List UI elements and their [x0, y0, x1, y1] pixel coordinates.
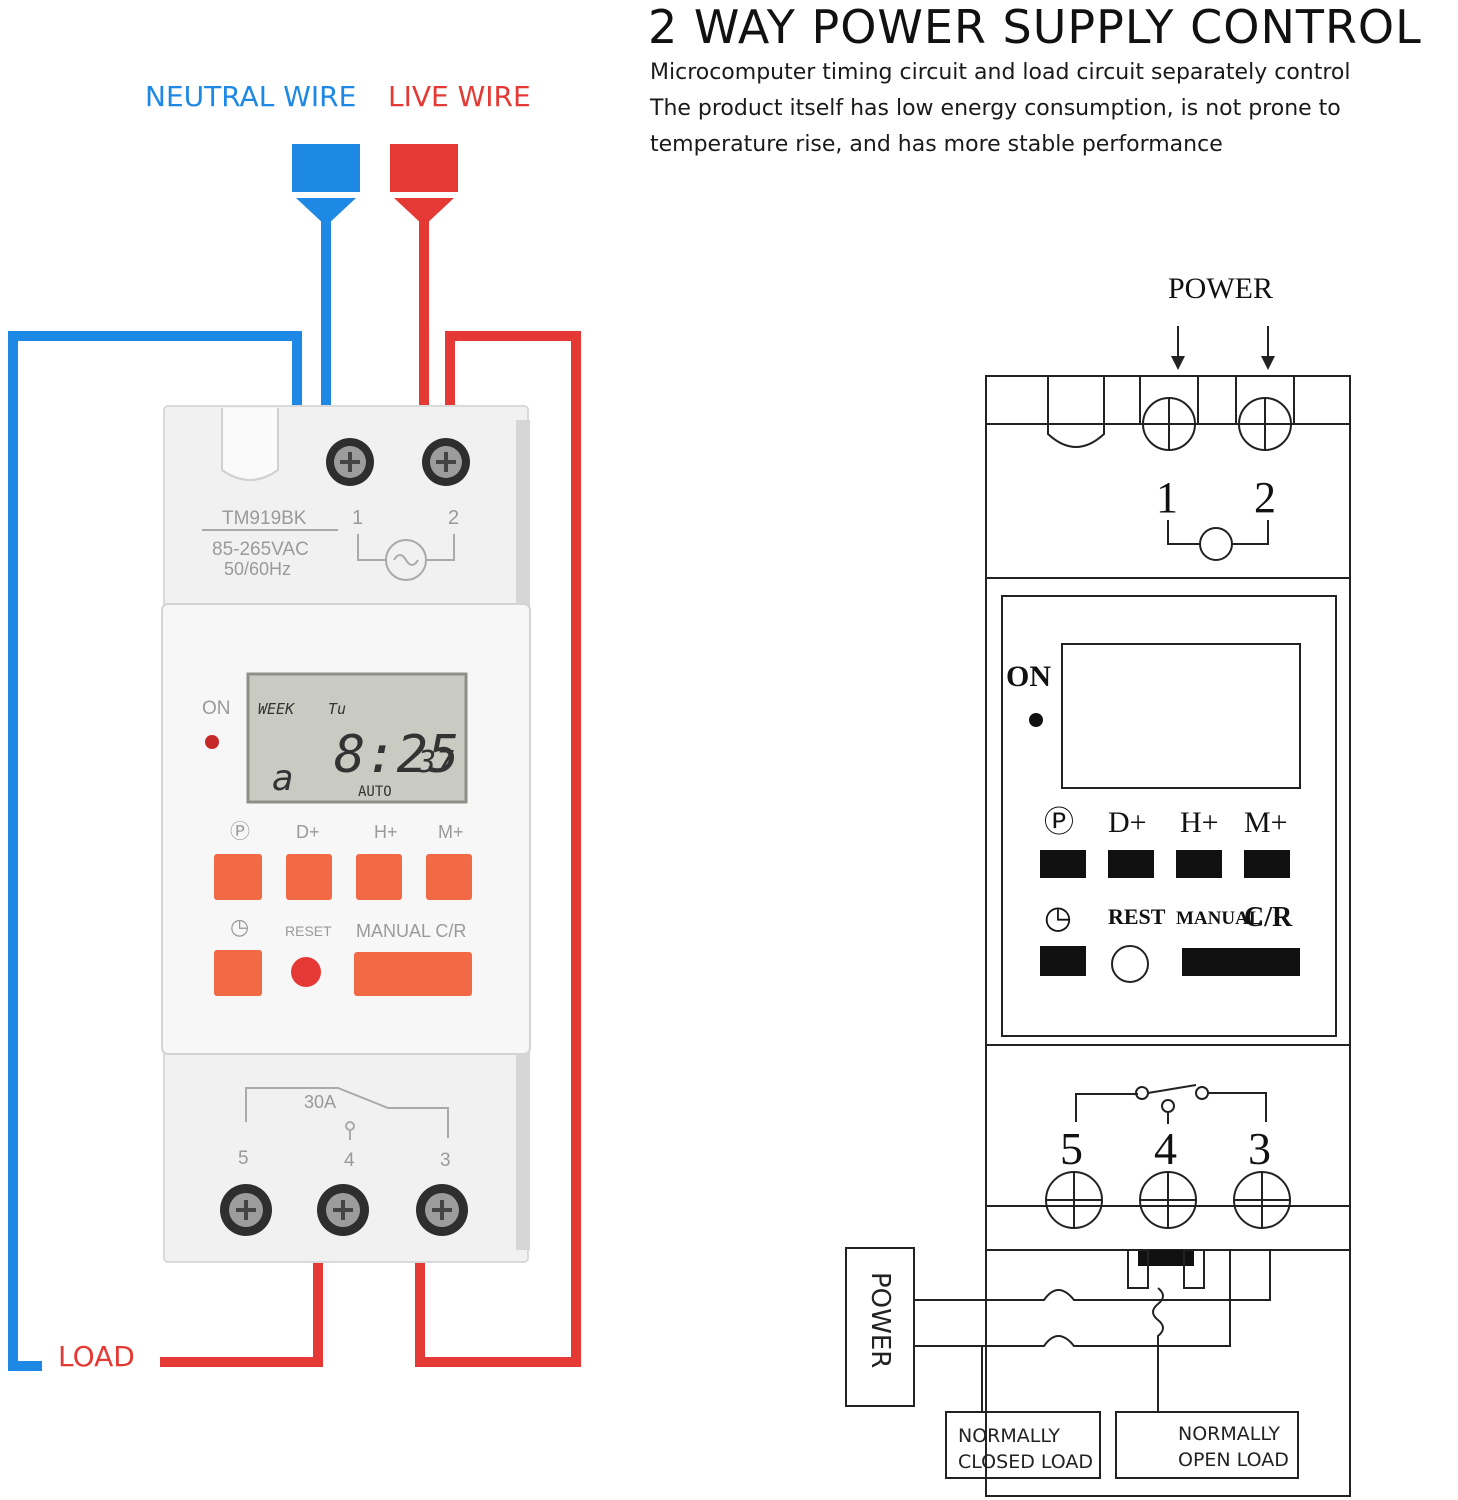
live-wire-label: LIVE WIRE — [388, 80, 531, 113]
schematic-terminal-4: 4 — [1154, 1123, 1177, 1174]
schematic-manual-label: MANUAL — [1176, 908, 1262, 929]
model-label: TM919BK — [222, 508, 307, 529]
lcd-day: Tu — [328, 700, 346, 718]
neutral-wire — [8, 210, 331, 1371]
frequency-label: 50/60Hz — [224, 559, 291, 579]
description-line-2: The product itself has low energy consum… — [650, 96, 1341, 121]
screw-2-icon — [422, 438, 470, 486]
schematic-lcd — [1061, 643, 1301, 789]
schematic-reset-button — [1111, 945, 1149, 983]
on-label: ON — [202, 698, 231, 719]
manual-cr-button[interactable] — [354, 952, 472, 996]
schematic-terminal-3: 3 — [1248, 1123, 1271, 1174]
schematic-power-box — [845, 1247, 915, 1407]
reset-label: RESET — [285, 923, 332, 939]
schematic-minute-plus: M+ — [1244, 806, 1288, 839]
schematic-on-label: ON — [1006, 660, 1051, 693]
schematic-program-icon: Ⓟ — [1044, 806, 1074, 839]
schematic-power-label: POWER — [1168, 272, 1273, 305]
schematic-terminal-5: 5 — [1060, 1123, 1083, 1174]
program-icon: Ⓟ — [230, 820, 250, 843]
neutral-terminal-block — [292, 144, 360, 192]
neutral-wire-label: NEUTRAL WIRE — [145, 80, 357, 113]
schematic-program-button — [1040, 850, 1086, 878]
description-line-3: temperature rise, and has more stable pe… — [650, 132, 1223, 157]
hour-plus-label: H+ — [374, 822, 398, 842]
timer-device: TM919BK 85-265VAC 50/60Hz 1 2 WEEK Tu 8:… — [161, 405, 531, 1263]
terminal-5-label: 5 — [238, 1148, 249, 1169]
nc-load-line-2: CLOSED LOAD — [958, 1451, 1093, 1473]
neutral-arrow — [296, 198, 356, 226]
day-plus-button[interactable] — [286, 854, 332, 900]
minute-plus-label: M+ — [438, 822, 464, 842]
schematic-manual-cr-button — [1182, 948, 1300, 976]
screw-4-icon — [317, 1184, 369, 1236]
schematic-clock-icon: ◷ — [1044, 899, 1072, 935]
terminal-3-label: 3 — [440, 1150, 451, 1171]
schematic-clock-button — [1040, 946, 1086, 976]
lcd-digit: a — [272, 758, 294, 799]
schematic-on-led — [1029, 713, 1043, 727]
manual-cr-label: MANUAL C/R — [356, 921, 466, 941]
normally-closed-load-box — [945, 1411, 1101, 1479]
no-load-line-2: OPEN LOAD — [1178, 1449, 1289, 1471]
minute-plus-button[interactable] — [426, 854, 472, 900]
schematic-hour-plus: H+ — [1180, 806, 1219, 839]
schematic-side-power-label: POWER — [865, 1272, 895, 1368]
hour-plus-button[interactable] — [356, 854, 402, 900]
schematic-reset-label: REST — [1108, 904, 1166, 929]
terminal-2-label: 2 — [448, 507, 459, 529]
screw-1-icon — [326, 438, 374, 486]
lcd-seconds: 37 — [417, 745, 454, 780]
live-arrow — [394, 198, 454, 226]
page-title: 2 WAY POWER SUPPLY CONTROL — [648, 0, 1422, 54]
on-led — [205, 735, 219, 749]
description-line-1: Microcomputer timing circuit and load ci… — [650, 60, 1351, 85]
screw-3-icon — [416, 1184, 468, 1236]
schematic-minute-plus-button — [1244, 850, 1290, 878]
schematic-ac-icon — [1199, 527, 1233, 561]
lcd-week: WEEK — [258, 700, 295, 718]
screw-5-icon — [220, 1184, 272, 1236]
program-button[interactable] — [214, 854, 262, 900]
clock-button[interactable] — [214, 950, 262, 996]
relay-rating-label: 30A — [304, 1092, 336, 1112]
schematic-cr-label: C/R — [1244, 902, 1293, 933]
load-label: LOAD — [58, 1340, 135, 1373]
lcd-time: 8:25 — [334, 725, 459, 785]
clock-icon: ◷ — [230, 914, 249, 939]
nc-load-line-1: NORMALLY — [958, 1425, 1060, 1447]
schematic-day-plus: D+ — [1108, 806, 1147, 839]
lcd-display — [246, 672, 468, 804]
day-plus-label: D+ — [296, 822, 320, 842]
live-terminal-block — [390, 144, 458, 192]
normally-open-load-box — [1115, 1411, 1299, 1479]
no-load-line-1: NORMALLY — [1178, 1423, 1280, 1445]
lcd-mode: AUTO — [358, 784, 392, 800]
terminal-4-label: 4 — [344, 1150, 355, 1171]
reset-button[interactable] — [291, 957, 321, 987]
live-wire — [160, 210, 581, 1367]
schematic-diagram: POWER 1 2 ON Ⓟ D+ H+ M+ ◷ RES — [845, 272, 1351, 1497]
schematic-terminal-1: 1 — [1156, 473, 1178, 522]
schematic-hour-plus-button — [1176, 850, 1222, 878]
terminal-1-label: 1 — [352, 507, 363, 529]
voltage-label: 85-265VAC — [212, 539, 309, 560]
schematic-terminal-2: 2 — [1254, 473, 1276, 522]
schematic-day-plus-button — [1108, 850, 1154, 878]
